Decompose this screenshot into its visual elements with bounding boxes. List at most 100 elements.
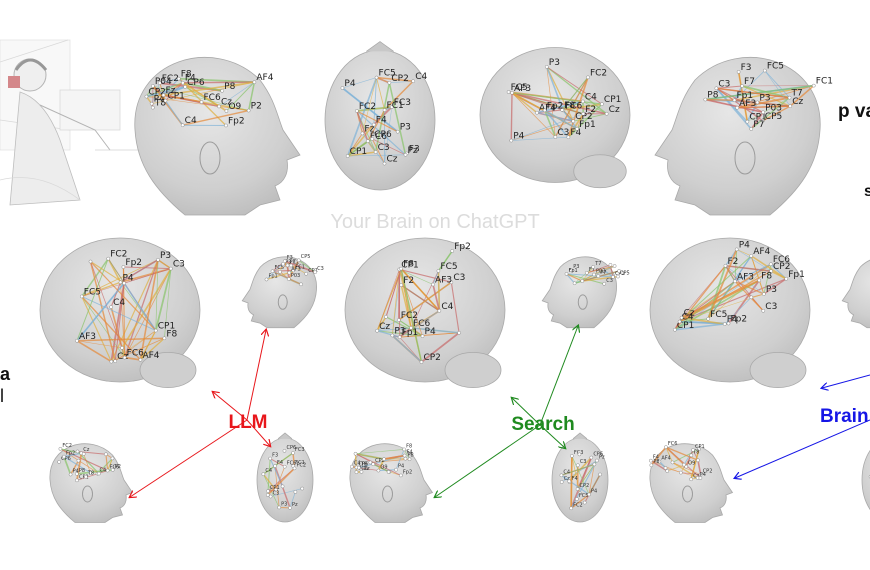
electrode-label: P3 xyxy=(285,259,291,265)
electrode-dot xyxy=(357,465,361,470)
electrode-label: Cz xyxy=(83,447,89,453)
watermark-text: Your Brain on ChatGPT xyxy=(330,211,539,233)
electrode-dot xyxy=(281,261,285,266)
connectivity-edge xyxy=(399,332,460,338)
connectivity-edge xyxy=(510,92,513,141)
electrode-label: C3 xyxy=(718,79,730,89)
connectivity-edge xyxy=(76,337,165,342)
electrode-label: C4 xyxy=(354,461,361,467)
electrode-dot xyxy=(696,458,700,463)
connectivity-edge xyxy=(584,474,601,503)
connectivity-edge xyxy=(107,258,125,284)
electrode-dot xyxy=(157,81,162,85)
electrode-dot xyxy=(268,494,273,499)
electrode-label: F4 xyxy=(653,455,659,461)
arrows-search xyxy=(435,326,578,497)
connectivity-edge xyxy=(376,316,387,332)
electrode-label: P4 xyxy=(513,132,524,142)
electrode-label: P4 xyxy=(344,79,355,89)
connectivity-edge xyxy=(764,70,791,107)
connectivity-edge xyxy=(63,452,82,458)
electrode-dot xyxy=(121,265,126,269)
electrode-label: C3 xyxy=(606,278,613,284)
electrode-label: CP5 xyxy=(301,254,311,260)
connectivity-edge xyxy=(111,330,156,362)
connectivity-edge xyxy=(76,340,112,363)
electrode-label: CP2 xyxy=(580,483,590,489)
electrode-label: P04 xyxy=(155,77,172,87)
connectivity-edge xyxy=(385,268,402,317)
connectivity-edge xyxy=(400,268,423,363)
electrode-dot xyxy=(163,98,168,103)
electrode-label: P8 xyxy=(707,91,718,101)
electrode-label: FC3 xyxy=(295,447,305,453)
jaw-shape xyxy=(573,154,627,189)
connectivity-edge xyxy=(376,330,400,338)
connectivity-edge xyxy=(665,446,673,463)
electrode-label: P4 xyxy=(123,273,134,283)
electrode-dot xyxy=(368,460,373,465)
electrode-label: C3 xyxy=(173,260,185,270)
electrode-dot xyxy=(285,263,290,268)
connectivity-edge xyxy=(289,491,296,509)
electrode-label: P8 xyxy=(653,459,659,465)
connectivity-edge xyxy=(267,458,271,495)
electrode-dot xyxy=(419,360,424,364)
electrode-dot xyxy=(411,79,416,84)
electrode-dot xyxy=(79,294,84,299)
connectivity-edge xyxy=(376,76,414,82)
electrode-label: FC6 xyxy=(204,93,221,103)
electrode-dot xyxy=(679,470,683,475)
connectivity-edge xyxy=(747,97,790,122)
head-shape xyxy=(241,256,317,329)
electrode-dot xyxy=(354,470,359,474)
connectivity-edge xyxy=(582,101,607,115)
electrode-dot xyxy=(399,473,403,478)
electrode-dot xyxy=(784,276,789,281)
connectivity-edge xyxy=(450,282,460,333)
connectivity-edge xyxy=(707,249,738,320)
electrode-label: P7 xyxy=(289,259,295,265)
electrode-label: F7 xyxy=(589,267,595,273)
electrode-dot xyxy=(81,452,86,456)
electrode-dot xyxy=(740,84,744,88)
electrode-label: Fp2 xyxy=(125,258,142,268)
connectivity-edge xyxy=(165,82,184,102)
electrode-dot xyxy=(664,445,668,449)
connectivity-edge xyxy=(561,474,590,495)
connectivity-edge xyxy=(266,272,290,281)
electrode-label: Cz xyxy=(609,105,620,115)
connectivity-edge xyxy=(399,310,440,338)
electrode-dot xyxy=(395,129,400,134)
electrode-label: P4 xyxy=(425,327,436,337)
ear-shape xyxy=(82,485,93,503)
electrode-dot xyxy=(106,256,111,261)
electrode-dot xyxy=(370,137,375,141)
connectivity-edge xyxy=(751,297,764,312)
connectivity-edge xyxy=(378,469,397,472)
electrode-dot xyxy=(270,269,275,274)
electrode-dot xyxy=(68,472,73,477)
head-shape-oblique xyxy=(649,237,811,383)
connectivity-edge xyxy=(762,105,791,122)
electrode-label: C4 xyxy=(585,92,597,102)
connectivity-edge xyxy=(81,295,141,361)
electrode-label: P03 xyxy=(596,269,605,275)
electrode-label: CP6 xyxy=(374,130,392,140)
electrode-dot xyxy=(403,152,408,157)
electrode-dot xyxy=(360,131,365,136)
electrode-label: AF4 xyxy=(661,456,670,462)
connectivity-edge xyxy=(750,111,764,130)
electrode-dot xyxy=(769,269,773,274)
electrode-label: P03 xyxy=(291,273,300,279)
connectivity-edge xyxy=(715,87,752,130)
connectivity-edge xyxy=(399,327,412,338)
electrode-dot xyxy=(569,268,574,272)
connectivity-edge xyxy=(736,96,790,109)
electrode-label: P3 xyxy=(549,58,560,68)
electrode-dot xyxy=(282,464,287,469)
electrode-dot xyxy=(313,270,318,275)
electrode-label: Fp1 xyxy=(568,268,577,274)
electrode-dot xyxy=(264,277,269,282)
